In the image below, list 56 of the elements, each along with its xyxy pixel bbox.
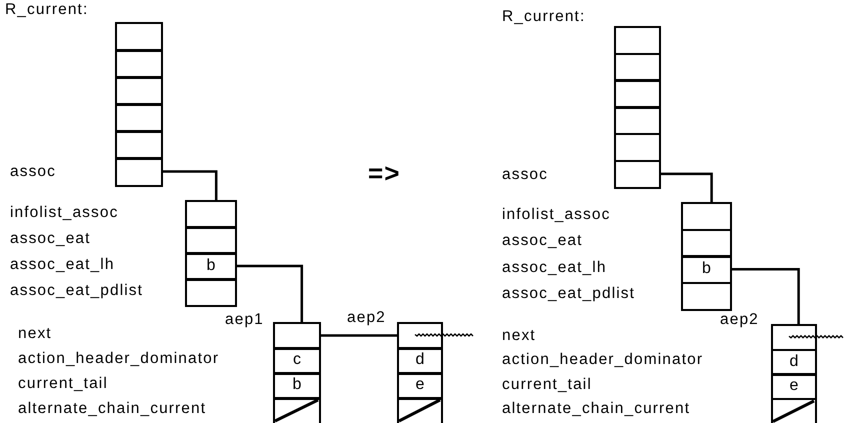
- field-name: alternate_chain_current: [18, 400, 206, 418]
- field-name: R_current:: [5, 1, 88, 19]
- record-field: [115, 130, 163, 160]
- field-name: assoc_eat_pdlist: [10, 282, 144, 300]
- transition-symbol: =>: [368, 158, 401, 188]
- field-name: current_tail: [18, 375, 108, 393]
- field-name: alternate_chain_current: [502, 400, 690, 418]
- record-field: [273, 322, 321, 350]
- field-name: action_header_dominator: [18, 350, 220, 368]
- record-field: [614, 106, 661, 136]
- field-name: current_tail: [502, 376, 592, 394]
- record-field: [115, 22, 163, 52]
- record-field: c: [273, 347, 321, 374]
- field-name: aep2: [347, 309, 386, 327]
- record-field: [115, 76, 163, 106]
- record-field: b: [681, 255, 732, 284]
- field-name: assoc_eat_pdlist: [502, 285, 636, 303]
- field-name: next: [502, 327, 536, 345]
- field-name: assoc_eat: [502, 232, 583, 250]
- field-name: assoc_eat_lh: [10, 256, 115, 274]
- field-name: infolist_assoc: [502, 206, 610, 224]
- field-name: assoc_eat: [10, 230, 91, 248]
- record-field: [681, 228, 732, 258]
- record-field: [771, 324, 817, 351]
- record-field: [397, 322, 443, 350]
- record-field: b: [273, 372, 321, 400]
- record-field: b: [185, 252, 237, 280]
- record-field: [185, 278, 237, 306]
- record-field: e: [771, 373, 817, 400]
- record-field: [115, 103, 163, 132]
- field-name: next: [18, 325, 52, 343]
- record-field: d: [771, 348, 817, 376]
- record-field: [397, 397, 443, 423]
- record-field: e: [397, 372, 443, 400]
- record-field: [681, 202, 732, 231]
- record-field: d: [397, 347, 443, 374]
- record-field: [681, 282, 732, 310]
- record-field: [185, 200, 237, 228]
- field-name: assoc: [502, 166, 548, 184]
- field-name: assoc_eat_lh: [502, 259, 607, 277]
- field-name: action_header_dominator: [502, 351, 704, 369]
- field-name: R_current:: [502, 8, 586, 26]
- record-field: [115, 49, 163, 78]
- record-field: [614, 132, 661, 162]
- record-field: [273, 397, 321, 423]
- field-name: aep1: [225, 311, 264, 329]
- record-field: [614, 79, 661, 109]
- record-field: [185, 226, 237, 254]
- record-field: [614, 160, 661, 189]
- field-name: infolist_assoc: [10, 204, 118, 222]
- field-name: assoc: [10, 163, 56, 181]
- field-name: aep2: [720, 311, 759, 329]
- record-field: [614, 26, 661, 56]
- record-field: [614, 52, 661, 82]
- record-field: [115, 157, 163, 186]
- record-field: [771, 398, 817, 423]
